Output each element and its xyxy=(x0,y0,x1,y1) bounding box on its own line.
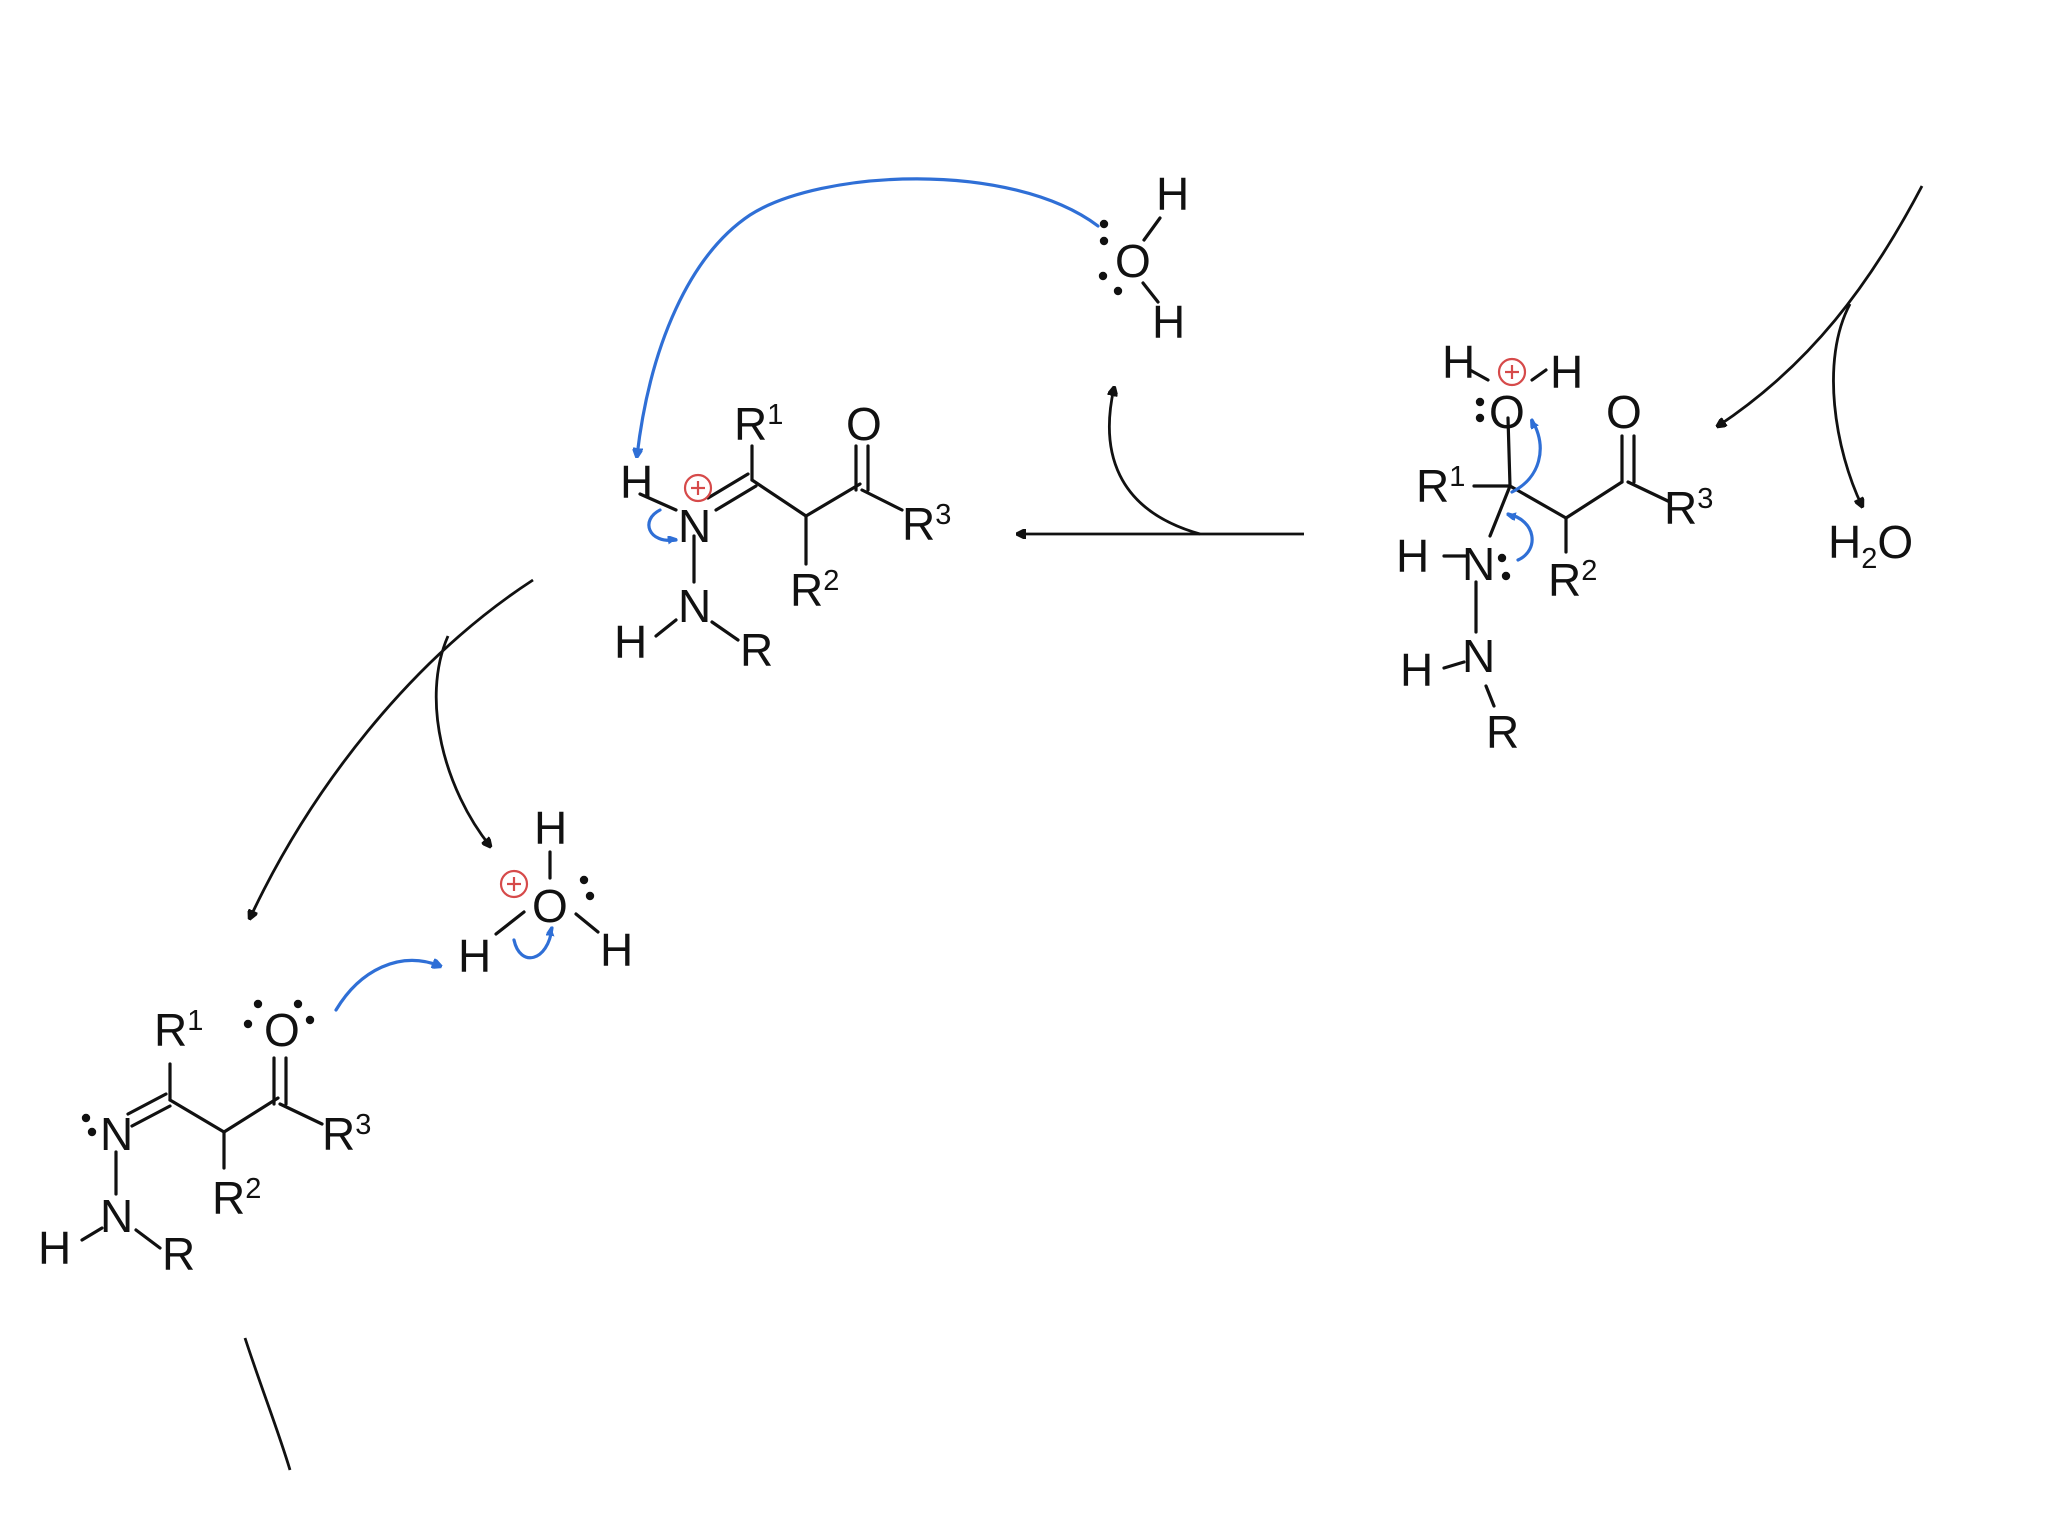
neutral-hydrazone: N R1 O R3 R2 N H R xyxy=(38,999,371,1280)
atom-r: R2 xyxy=(212,1172,261,1224)
atom-o: O xyxy=(532,880,568,932)
atom-h: H xyxy=(600,924,633,976)
atom-o: O xyxy=(264,1004,300,1056)
lone-pair-icon xyxy=(293,999,315,1025)
atom-h: H xyxy=(1156,168,1189,220)
atom-h: H xyxy=(1550,346,1583,398)
electron-push-arrow xyxy=(637,177,1100,456)
incoming-reaction-arrow xyxy=(1718,185,1924,426)
atom-n: N xyxy=(1462,630,1495,682)
hydronium-branch-arrow xyxy=(434,635,490,846)
atom-h: H xyxy=(38,1222,71,1274)
atom-r: R xyxy=(162,1228,195,1280)
atom-r: R xyxy=(1486,706,1519,758)
atom-o: O xyxy=(846,398,882,450)
atom-r: R xyxy=(740,624,773,676)
atom-r: R1 xyxy=(154,1004,203,1056)
atom-o: O xyxy=(1115,235,1151,287)
lone-pair-icon xyxy=(1475,397,1485,423)
atom-h: H xyxy=(1396,530,1429,582)
atom-r: R3 xyxy=(902,498,951,550)
water-byproduct-label: H2O xyxy=(1828,516,1913,575)
atom-n: N xyxy=(1462,538,1495,590)
atom-r: R1 xyxy=(734,398,783,450)
atom-n: N xyxy=(678,500,711,552)
lone-pair-icon xyxy=(81,1113,97,1137)
lone-pair-icon xyxy=(579,875,595,901)
positive-charge-icon xyxy=(499,869,529,899)
atom-n: N xyxy=(678,580,711,632)
hydronium-ion: H O H H xyxy=(458,802,633,982)
atom-h: H xyxy=(1152,296,1185,348)
reaction-arrows xyxy=(243,185,1924,1471)
electron-push-arrow xyxy=(334,960,440,1012)
atom-n: N xyxy=(100,1108,133,1160)
atom-o: O xyxy=(1606,386,1642,438)
tetrahedral-intermediate: H O H O R1 R3 R2 H N H N R xyxy=(1396,336,1713,758)
atom-h: H xyxy=(614,616,647,668)
lone-pair-icon xyxy=(1099,219,1109,246)
electron-push-arrow xyxy=(647,508,678,540)
positive-charge-icon xyxy=(683,473,713,503)
atom-h: H xyxy=(1400,644,1433,696)
electron-push-arrow xyxy=(512,928,552,960)
atom-n: N xyxy=(100,1190,133,1242)
atom-o: O xyxy=(1489,386,1525,438)
atom-r: R2 xyxy=(1548,554,1597,606)
atom-h: H xyxy=(1442,336,1475,388)
iminium-ion: H N R1 O R3 R2 N H R xyxy=(614,398,951,676)
atom-r: R1 xyxy=(1416,460,1465,512)
lone-pair-icon xyxy=(1497,553,1511,581)
lone-pair-icon xyxy=(1098,271,1123,296)
water-loss-branch-arrow xyxy=(1832,303,1862,506)
atom-h: H xyxy=(620,456,653,508)
atom-h: H xyxy=(534,802,567,854)
outgoing-reaction-arrow xyxy=(243,1337,292,1471)
electron-push-arrow xyxy=(1510,418,1542,494)
atom-h: H xyxy=(458,930,491,982)
water-molecule-top: O H H xyxy=(1098,168,1189,348)
positive-charge-icon xyxy=(1497,357,1527,387)
atom-r: R3 xyxy=(322,1108,371,1160)
atom-r: R2 xyxy=(790,564,839,616)
water-in-branch-arrow xyxy=(1109,388,1201,536)
electron-push-arrow xyxy=(1508,514,1534,562)
lone-pair-icon xyxy=(243,999,263,1029)
atom-r: R3 xyxy=(1664,482,1713,534)
deprotonation-arrow xyxy=(250,578,534,918)
